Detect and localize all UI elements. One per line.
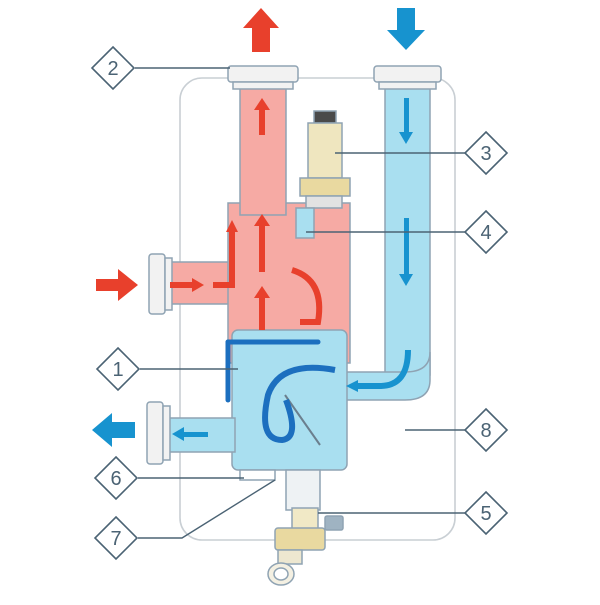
arrow-up-icon <box>243 8 279 52</box>
callout-number: 4 <box>480 222 491 244</box>
drain-valve <box>267 507 344 586</box>
arrow-right-icon <box>96 269 138 301</box>
callout-diamond <box>463 130 509 176</box>
callout-diamond <box>463 407 509 453</box>
callout-4-valve-connector: 4 <box>463 209 509 255</box>
callout-number: 3 <box>480 143 491 165</box>
callout-5-drain-valve: 5 <box>463 490 509 536</box>
callout-number: 2 <box>107 58 118 80</box>
cold-inlet-fitting <box>373 65 442 90</box>
callout-number: 6 <box>110 468 121 490</box>
leader-lines <box>135 67 474 539</box>
inner-deflector <box>284 394 321 446</box>
cold-flow-arrows <box>172 98 413 444</box>
arrow-down-icon <box>387 8 425 50</box>
magnet-insert <box>239 469 276 481</box>
callout-7-sludge-collector: 7 <box>93 515 139 561</box>
sludge-collector <box>285 469 321 511</box>
callout-1-separator-chamber: 1 <box>95 346 141 392</box>
hot-inlet-fitting <box>148 253 173 315</box>
hot-flow-arrows <box>170 98 323 330</box>
air-vent-valve <box>299 110 351 209</box>
callout-2-hot-outlet-fitting: 2 <box>90 45 136 91</box>
callout-diamond <box>463 209 509 255</box>
cold-outlet-fitting <box>146 401 171 465</box>
callout-diamond <box>463 490 509 536</box>
callout-8-insulation-shell: 8 <box>463 407 509 453</box>
arrow-left-icon <box>92 413 135 447</box>
valve-connector <box>295 207 315 239</box>
callout-3-air-vent-valve: 3 <box>463 130 509 176</box>
callout-badges: 1 2 3 4 5 6 7 8 <box>90 45 509 561</box>
callout-diamond <box>95 346 141 392</box>
hot-outlet-fitting <box>227 65 299 90</box>
callout-6-magnet-insert: 6 <box>93 455 139 501</box>
callout-diamond <box>93 455 139 501</box>
callout-diamond <box>90 45 136 91</box>
callout-number: 1 <box>112 359 123 381</box>
callout-diamond <box>93 515 139 561</box>
callout-number: 7 <box>110 528 121 550</box>
callout-number: 5 <box>480 503 491 525</box>
callout-number: 8 <box>480 420 491 442</box>
